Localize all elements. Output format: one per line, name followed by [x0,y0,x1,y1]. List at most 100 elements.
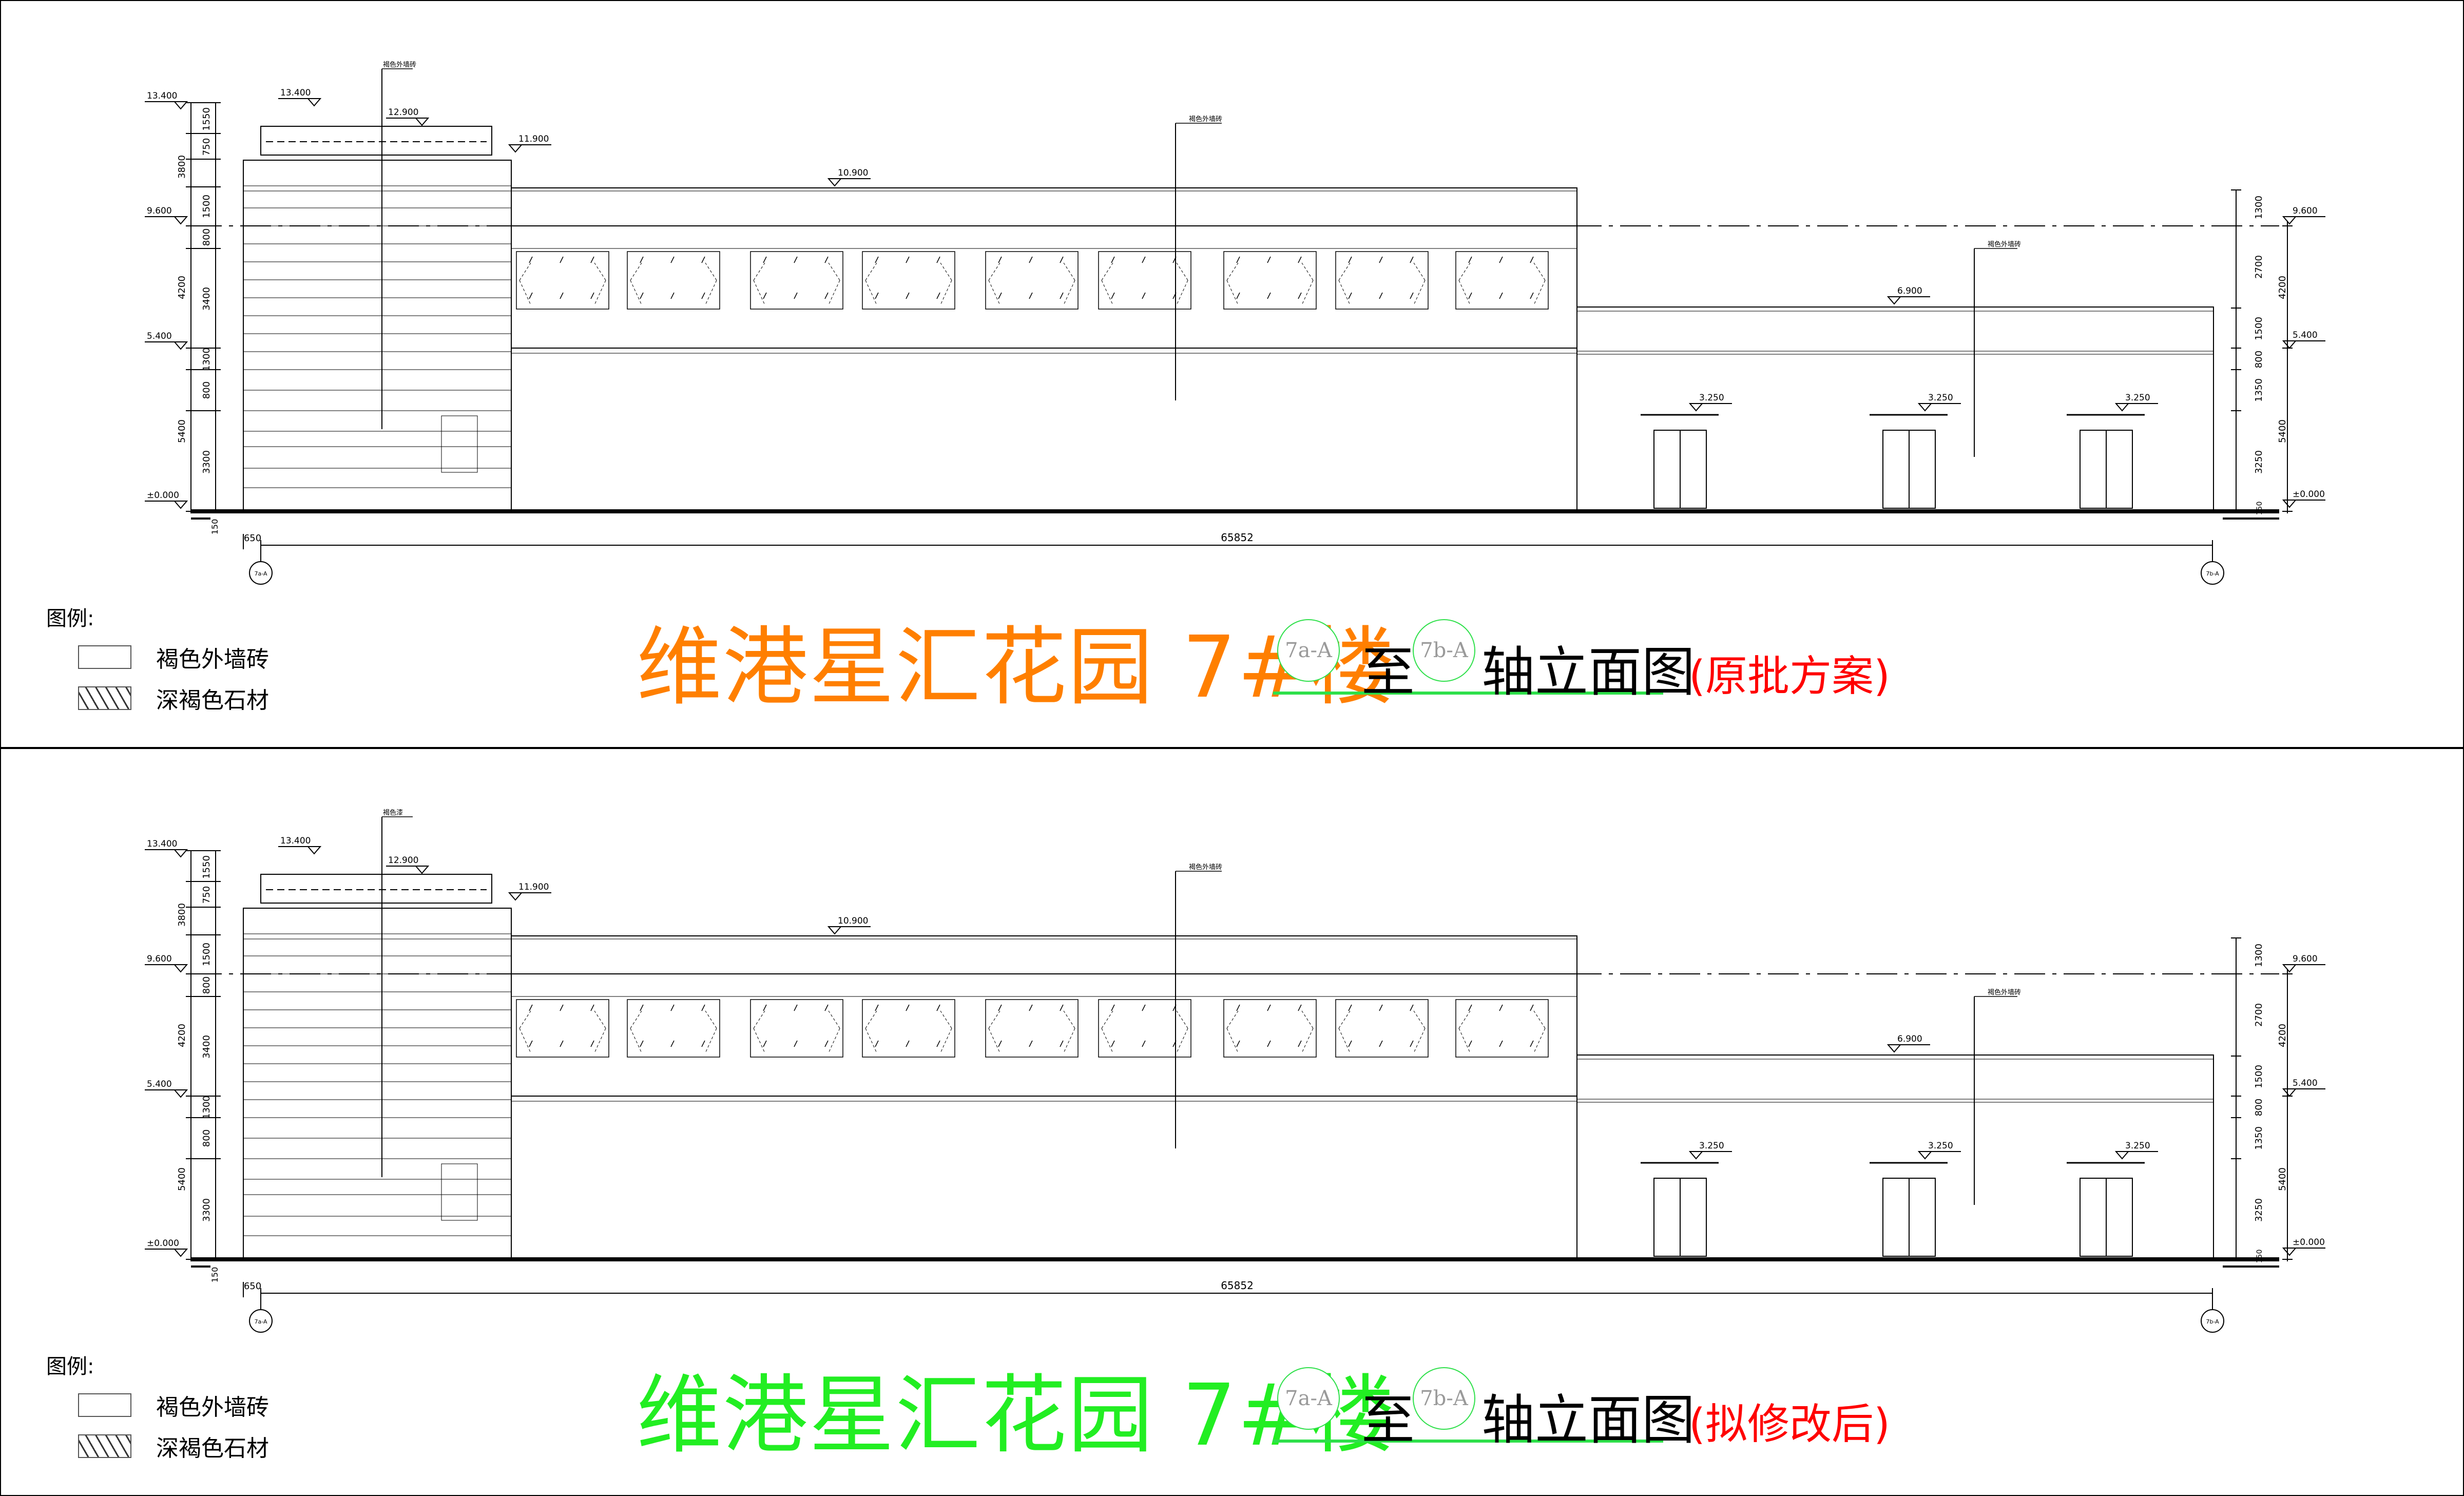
legend-item-stone: 深褐色石材 [78,682,269,715]
stone-mark [529,1004,533,1047]
dim-label: 4200 [2277,1024,2288,1047]
stone-mark [560,1004,564,1047]
scheme-note: (原批方案) [1689,652,1890,701]
stone-mark [1029,256,1033,299]
main-block [511,935,1577,1260]
level-label: 13.400 [280,836,311,846]
level-label: 12.900 [388,107,418,118]
title-suffix: 轴立面图 [1481,1389,1696,1451]
stone-hatch [865,1010,952,1053]
stone-hatch [865,262,952,305]
axis-bubble-icon [2201,561,2224,585]
stone-hatch [1226,262,1314,305]
level-triangle-icon [306,846,322,855]
level-label: 3.250 [1928,1141,1953,1151]
stair-opening [441,1163,478,1221]
stone-mark [670,1004,675,1047]
level-triangle-icon [2282,1088,2297,1097]
stone-hatch [1458,1010,1546,1053]
level-triangle-icon [827,178,842,187]
dim-label: 3800 [177,903,187,927]
level-triangle-icon [173,1249,188,1257]
dim-label: 150 [2256,502,2264,515]
window-panel [1335,999,1429,1058]
axis-label: 7b-A [2206,570,2219,577]
level-triangle-icon [1688,403,1704,412]
window-panel [1098,999,1191,1058]
window-panel [516,251,609,310]
axis-bubble-icon [2201,1309,2224,1333]
legend-item-brick: 褐色外墙砖 [78,1389,269,1422]
level-triangle-icon [173,849,188,858]
level-triangle-icon [173,101,188,110]
stone-hatch [1101,262,1188,305]
stone-mark [701,1004,705,1047]
stone-mark [1029,1004,1033,1047]
stone-mark [936,1004,940,1047]
stone-hatch [1338,1010,1426,1053]
dim-label: 65852 [1221,531,1254,544]
window-panel [750,999,843,1058]
legend-label: 深褐色石材 [156,687,269,714]
stone-mark [1111,256,1115,299]
stone-mark [590,256,594,299]
stone-hatch [753,262,840,305]
axis-bubble-end: 7b-A [1413,1367,1475,1430]
level-triangle-icon [173,964,188,973]
level-label: 3.250 [1699,1141,1724,1151]
level-label: 9.600 [147,954,172,964]
level-triangle-icon [1917,1151,1933,1160]
title-suffix: 轴立面图 [1481,641,1696,703]
level-triangle-icon [2282,1248,2297,1256]
legend-title: 图例: [46,607,94,630]
stone-mark [1379,256,1383,299]
dim-label: 150 [2256,1250,2264,1263]
level-triangle-icon [1886,296,1902,305]
dim-label: 1500 [201,943,212,966]
stone-mark [1060,256,1064,299]
dim-label: 800 [2254,1099,2264,1116]
dim-label: 800 [201,381,212,399]
stone-mark [1142,256,1146,299]
roof-parapet [260,874,492,904]
stone-mark [1468,1004,1472,1047]
stone-hatch [630,262,717,305]
level-label: ±0.000 [2293,1237,2325,1248]
dim-label: 3250 [2254,1198,2264,1222]
drawing-title: 维港星汇花园 7#楼 [637,618,1396,717]
dim-label: 65852 [1221,1279,1254,1292]
stone-hatch [753,1010,840,1053]
stone-hatch [988,262,1075,305]
title-underline [1273,692,1663,695]
window-panel [516,999,609,1058]
level-label: 11.900 [518,134,549,144]
level-label: 6.900 [1897,1034,1922,1044]
stone-mark [906,1004,910,1047]
dim-label: 1500 [2254,317,2264,340]
material-callout: 褐色外墙砖 [1189,863,1222,871]
stone-mark [560,256,564,299]
stone-mark [640,256,644,299]
dim-label: 1300 [2254,196,2264,219]
window-panel [862,999,955,1058]
dim-label: 650 [244,1281,261,1292]
stone-mark [1410,1004,1414,1047]
stone-mark [1379,1004,1383,1047]
level-label: 12.900 [388,855,418,866]
level-label: 5.400 [2293,1078,2318,1088]
material-callout: 褐色外墙砖 [1988,240,2021,248]
title-to: 至 [1361,1389,1415,1451]
stone-mark [1267,1004,1271,1047]
stone-mark [998,1004,1002,1047]
dim-label: 1300 [2254,944,2264,967]
window-panel [1455,251,1549,310]
legend-swatch-hatch [78,1434,131,1458]
stone-hatch [519,1010,606,1053]
title-to: 至 [1361,641,1415,703]
level-triangle-icon [1917,403,1933,412]
stone-mark [906,256,910,299]
legend-label: 褐色外墙砖 [156,1394,269,1421]
axis-bubble-icon [249,561,273,585]
